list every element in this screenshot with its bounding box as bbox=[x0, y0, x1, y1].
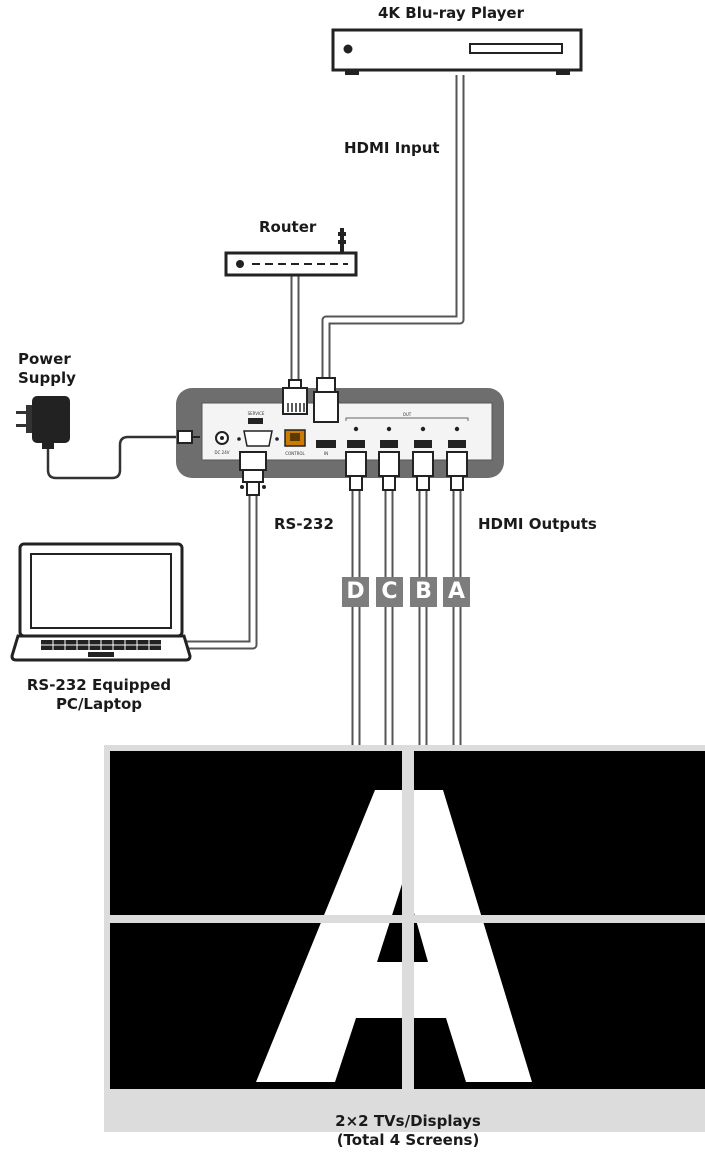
bluray-player-label: 4K Blu-ray Player bbox=[378, 4, 524, 22]
power-supply-line-2: Supply bbox=[18, 369, 76, 387]
power-supply-label: Power Supply bbox=[18, 350, 76, 388]
displays-label-line-2: (Total 4 Screens) bbox=[336, 1131, 480, 1149]
laptop-label-line-2: PC/Laptop bbox=[55, 695, 143, 713]
bluray-player-icon bbox=[331, 28, 583, 75]
dc-plug-connector bbox=[177, 430, 200, 444]
rj45-connector bbox=[282, 379, 308, 415]
router-label: Router bbox=[259, 218, 317, 236]
output-badge-d: D bbox=[342, 577, 369, 607]
output-badge-a: A bbox=[443, 577, 470, 607]
service-port-label: SERVICE bbox=[248, 411, 265, 416]
hdmi-in-label: IN bbox=[324, 451, 328, 456]
router-icon bbox=[224, 228, 358, 277]
laptop-label: RS-232 Equipped PC/Laptop bbox=[14, 676, 184, 714]
dc-in-label: DC 24V bbox=[215, 450, 230, 455]
hdmi-input-connector bbox=[313, 377, 339, 423]
output-badge-c: C bbox=[376, 577, 403, 607]
db9-connector bbox=[239, 451, 267, 496]
laptop-icon bbox=[10, 542, 192, 662]
hdmi-output-cables bbox=[351, 490, 462, 752]
hdmi-out-label: OUT bbox=[403, 412, 412, 417]
output-badge-b: B bbox=[410, 577, 437, 607]
rs232-label: RS-232 bbox=[274, 515, 334, 533]
power-supply-line-1: Power bbox=[18, 350, 71, 368]
laptop-label-line-1: RS-232 Equipped bbox=[26, 676, 172, 694]
displays-label: 2×2 TVs/Displays (Total 4 Screens) bbox=[318, 1112, 498, 1150]
control-port-label: CONTROL bbox=[285, 451, 305, 456]
hdmi-input-label: HDMI Input bbox=[344, 139, 440, 157]
rs232-cable bbox=[185, 495, 258, 650]
hdmi-output-connectors bbox=[345, 451, 468, 491]
power-cable bbox=[46, 435, 178, 480]
video-wall bbox=[104, 745, 705, 1132]
hdmi-outputs-label: HDMI Outputs bbox=[478, 515, 597, 533]
power-adapter-icon bbox=[16, 396, 70, 449]
screen-a-glyph bbox=[256, 790, 532, 1082]
displays-label-line-1: 2×2 TVs/Displays bbox=[335, 1112, 481, 1130]
hdmi-input-cable bbox=[321, 75, 465, 380]
device-port-labels: SERVICE DC 24V CONTROL IN OUT bbox=[215, 411, 412, 456]
